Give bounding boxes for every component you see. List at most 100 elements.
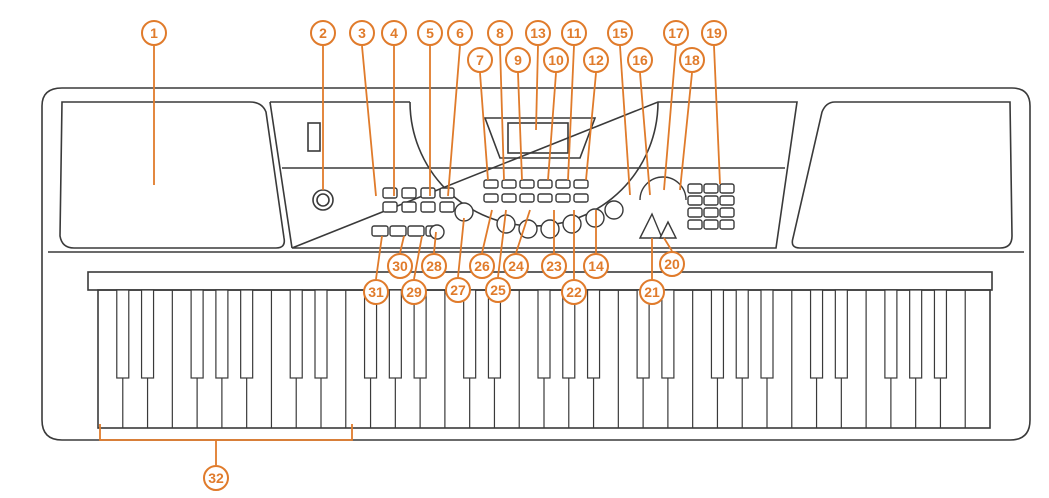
panel-button bbox=[501, 179, 517, 189]
round-button bbox=[429, 224, 445, 240]
callout-circle bbox=[417, 20, 443, 46]
panel-button bbox=[401, 187, 417, 199]
black-key bbox=[140, 289, 155, 379]
left-speaker bbox=[59, 101, 286, 249]
callout-circle bbox=[701, 20, 727, 46]
callout-number: 31 bbox=[368, 284, 384, 300]
round-button bbox=[496, 214, 516, 234]
panel-button bbox=[703, 195, 719, 206]
leader-line bbox=[497, 209, 507, 278]
callout-27: 27 bbox=[445, 277, 471, 303]
right-speaker bbox=[791, 101, 1013, 249]
black-key bbox=[661, 289, 675, 379]
black-key bbox=[388, 289, 402, 379]
leader-line bbox=[713, 45, 721, 185]
callout-circle bbox=[485, 277, 511, 303]
panel-button bbox=[687, 195, 703, 206]
callout-14: 14 bbox=[583, 253, 609, 279]
callout-3: 3 bbox=[349, 20, 375, 46]
panel-button bbox=[555, 193, 571, 203]
callout-number: 20 bbox=[664, 256, 680, 272]
callout-6: 6 bbox=[447, 20, 473, 46]
panel-button bbox=[420, 201, 436, 213]
black-key bbox=[909, 289, 923, 379]
panel-button bbox=[501, 193, 517, 203]
leader-line bbox=[375, 235, 383, 280]
callout-circle bbox=[447, 20, 473, 46]
leader-line bbox=[619, 45, 631, 196]
black-key bbox=[487, 289, 502, 379]
leader-line bbox=[433, 231, 437, 254]
callout-number: 18 bbox=[684, 52, 700, 68]
callout-4: 4 bbox=[381, 20, 407, 46]
callout-circle bbox=[659, 251, 685, 277]
leader-line bbox=[413, 235, 423, 280]
leader-line bbox=[585, 72, 597, 181]
round-button bbox=[604, 200, 624, 220]
leader-line bbox=[535, 45, 539, 131]
callout-number: 11 bbox=[567, 25, 582, 41]
callout-circle bbox=[467, 47, 493, 73]
callout-circle bbox=[583, 253, 609, 279]
panel-button bbox=[687, 207, 703, 218]
callout-number: 16 bbox=[632, 52, 648, 68]
panel-button bbox=[719, 195, 735, 206]
panel-button bbox=[420, 187, 436, 199]
black-key bbox=[809, 289, 824, 379]
callout-number: 27 bbox=[450, 282, 466, 298]
leader-lines bbox=[99, 45, 721, 465]
black-key bbox=[586, 289, 601, 379]
leader-line bbox=[479, 72, 489, 181]
callout-circle bbox=[561, 279, 587, 305]
callout-28: 28 bbox=[421, 253, 447, 279]
callout-circle bbox=[525, 20, 551, 46]
callout-circle bbox=[141, 20, 167, 46]
callout-23: 23 bbox=[541, 253, 567, 279]
black-key bbox=[190, 289, 204, 379]
callout-circle bbox=[469, 253, 495, 279]
callout-circle bbox=[503, 253, 529, 279]
callout-19: 19 bbox=[701, 20, 727, 46]
callout-8: 8 bbox=[487, 20, 513, 46]
black-key bbox=[289, 289, 303, 379]
leader-line bbox=[481, 209, 493, 254]
panel-button bbox=[439, 187, 455, 199]
callout-circle bbox=[349, 20, 375, 46]
callout-16: 16 bbox=[627, 47, 653, 73]
callout-number: 24 bbox=[508, 258, 524, 274]
panel-button bbox=[719, 207, 735, 218]
callout-number: 17 bbox=[668, 25, 684, 41]
callout-22: 22 bbox=[561, 279, 587, 305]
callout-number: 26 bbox=[474, 258, 490, 274]
round-button bbox=[585, 208, 605, 228]
leader-line bbox=[663, 45, 677, 191]
panel-button bbox=[537, 179, 553, 189]
callout-2: 2 bbox=[310, 20, 336, 46]
black-key bbox=[760, 289, 774, 379]
leader-line bbox=[547, 72, 557, 181]
callout-number: 14 bbox=[588, 258, 604, 274]
callout-30: 30 bbox=[387, 253, 413, 279]
callout-number: 2 bbox=[319, 25, 327, 41]
mod-wheel bbox=[658, 220, 678, 239]
black-key bbox=[240, 289, 254, 379]
leader-line bbox=[567, 45, 575, 181]
keybed-frame bbox=[87, 271, 993, 291]
callout-number: 19 bbox=[706, 25, 722, 41]
callout-circle bbox=[627, 47, 653, 73]
black-key bbox=[933, 289, 948, 379]
callout-number: 29 bbox=[406, 284, 422, 300]
callout-circle bbox=[663, 20, 689, 46]
panel-button bbox=[555, 179, 571, 189]
callout-number: 28 bbox=[426, 258, 442, 274]
panel-button bbox=[573, 193, 589, 203]
black-key bbox=[314, 289, 328, 379]
panel-button bbox=[371, 225, 389, 237]
callout-number: 30 bbox=[392, 258, 408, 274]
round-button bbox=[518, 219, 538, 239]
black-key bbox=[463, 289, 477, 379]
arc-buttons bbox=[639, 176, 687, 201]
leader-line bbox=[517, 72, 523, 181]
callout-17: 17 bbox=[663, 20, 689, 46]
